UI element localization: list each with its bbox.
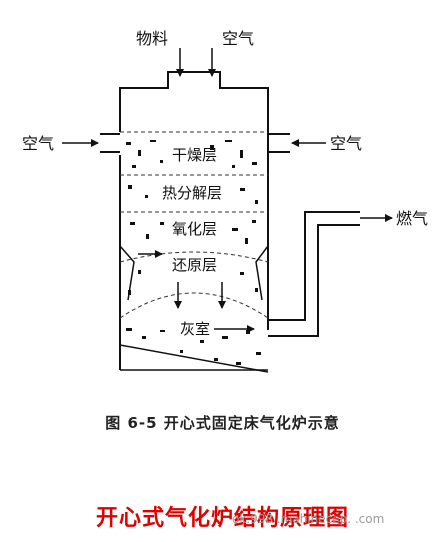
label-pyrolysis: 热分解层	[162, 184, 222, 202]
label-air-left: 空气	[22, 134, 54, 153]
throat-right	[255, 245, 269, 301]
label-air-right: 空气	[330, 134, 362, 153]
separator-reduction-ash	[119, 292, 269, 319]
furnace-body	[119, 71, 269, 330]
watermark: ok.998 .mahinecep. .com	[232, 512, 385, 526]
label-oxidation: 氧化层	[172, 220, 217, 238]
label-ash: 灰室	[180, 320, 210, 338]
page-title: 开心式气化炉结构原理图	[95, 505, 349, 531]
label-drying: 干燥层	[172, 146, 217, 164]
ash-slope	[119, 344, 269, 373]
gas-outlet-pipe	[268, 211, 360, 337]
label-reduction: 还原层	[172, 256, 217, 274]
left-air-pipe	[100, 133, 120, 153]
right-air-pipe	[268, 133, 290, 153]
throat-left	[119, 245, 135, 301]
label-air-top: 空气	[222, 29, 254, 48]
label-material: 物料	[136, 29, 168, 48]
material-particles	[126, 140, 261, 365]
separator-oxidation-reduction	[119, 251, 269, 263]
figure-caption: 图 6-5 开心式固定床气化炉示意	[105, 414, 340, 432]
label-gas-out: 燃气	[396, 209, 428, 228]
